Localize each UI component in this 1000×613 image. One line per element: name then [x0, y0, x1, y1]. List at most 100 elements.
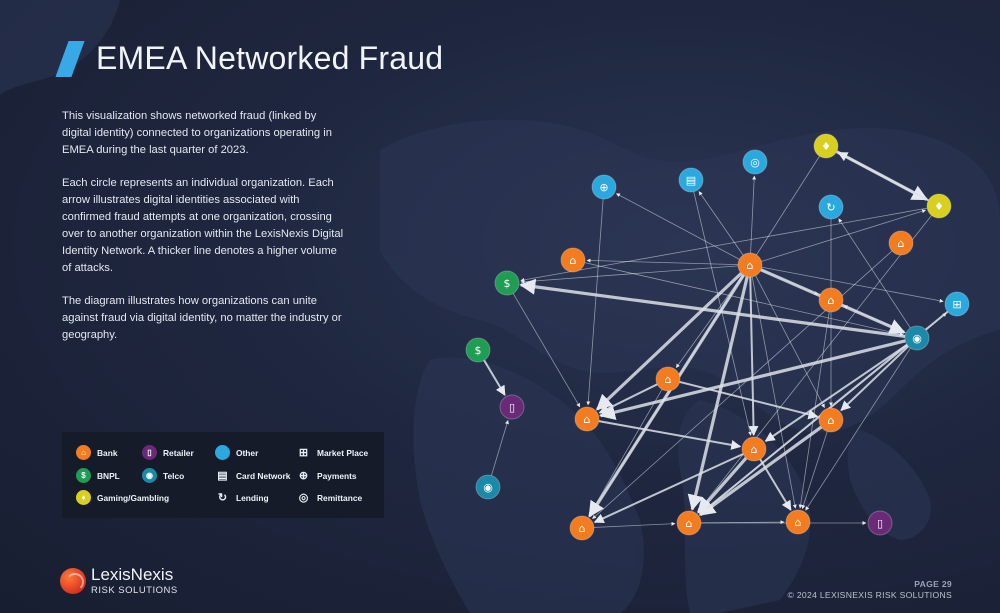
legend-payments: ⊕ Payments: [296, 468, 357, 483]
bank-icon: ⌂: [665, 373, 672, 386]
legend-retailer-label: Retailer: [163, 447, 194, 458]
network-node-bank: ⌂: [560, 247, 586, 273]
network-node-bank: ⌂: [888, 230, 914, 256]
network-edge: [798, 311, 830, 509]
network-edge: [589, 155, 820, 517]
remittance-icon: ◎: [298, 492, 309, 504]
legend-remittance-label: Remittance: [317, 492, 363, 503]
card-network-icon: ▤: [686, 174, 696, 187]
gaming-icon: ♦: [821, 140, 831, 153]
legend: ⌂ Bank $ BNPL ♦ Gaming/Gambling ▯ Retail…: [62, 432, 384, 518]
legend-card-network-label: Card Network: [236, 470, 291, 481]
lending-icon: ↻: [217, 492, 228, 504]
legend-card-network: ▤ Card Network: [215, 468, 290, 483]
logo-subtitle: RISK SOLUTIONS: [91, 585, 178, 596]
description: This visualization shows networked fraud…: [62, 108, 347, 360]
network-edge: [520, 265, 739, 284]
bank-icon: ⌂: [795, 516, 802, 529]
network-edge: [679, 380, 819, 420]
network-edge: [491, 420, 509, 476]
network-edge: [843, 305, 907, 334]
network-node-telco: ◉: [904, 325, 930, 351]
network-edge: [512, 293, 581, 408]
lending-icon: ↻: [826, 201, 835, 214]
bank-icon: ⌂: [76, 445, 91, 460]
bank-icon: ⌂: [686, 517, 693, 530]
network-edge: [599, 339, 906, 420]
retailer-icon: ▯: [142, 445, 157, 460]
retailer-icon: ▯: [509, 401, 515, 414]
bnpl-icon: $: [475, 344, 482, 357]
network-node-gaming: ♦: [926, 193, 952, 219]
network-node-bank: ⌂: [569, 515, 595, 541]
network-edge: [520, 207, 928, 282]
network-edge: [801, 431, 828, 510]
legend-retailer: ▯ Retailer: [142, 445, 194, 460]
network-edges: [483, 150, 949, 528]
network-node-bnpl: $: [465, 337, 491, 363]
bank-icon: ⌂: [828, 414, 835, 427]
network-edge: [805, 347, 911, 511]
description-paragraph-1: This visualization shows networked fraud…: [62, 110, 332, 156]
legend-remittance: ◎ Remittance: [296, 490, 362, 505]
network-edge: [698, 191, 744, 256]
network-node-bank: ⌂: [818, 287, 844, 313]
bank-icon: ⌂: [584, 413, 591, 426]
network-node-bank: ⌂: [785, 509, 811, 535]
network-edge: [593, 521, 676, 528]
page-title: EMEA Networked Fraud: [96, 40, 444, 76]
network-node-gaming: ♦: [813, 133, 839, 159]
network-node-bank: ⌂: [741, 436, 767, 462]
page-number: PAGE 29: [914, 579, 952, 589]
gaming-icon: ♦: [934, 200, 944, 213]
network-edge: [837, 151, 929, 202]
bank-icon: ⌂: [898, 237, 905, 250]
copyright: © 2024 LEXISNEXIS RISK SOLUTIONS: [787, 590, 952, 600]
legend-telco-label: Telco: [163, 470, 185, 481]
network-node-bnpl: $: [494, 270, 520, 296]
bnpl-icon: $: [76, 468, 91, 483]
legend-other: Other: [215, 445, 258, 460]
description-paragraph-2: Each circle represents an individual org…: [62, 177, 344, 274]
legend-lending: ↻ Lending: [215, 490, 269, 505]
legend-bank-label: Bank: [97, 447, 118, 458]
network-node-other: ◎: [742, 149, 768, 175]
network-edge: [761, 266, 944, 303]
payments-icon: ⊕: [599, 181, 608, 194]
network-edge: [586, 198, 604, 406]
title-row: EMEA Networked Fraud: [55, 40, 444, 77]
network-node-other: ⊞: [944, 291, 970, 317]
bank-icon: ⌂: [747, 259, 754, 272]
network-node-retailer: ▯: [867, 510, 893, 536]
legend-bank: ⌂ Bank: [76, 445, 117, 460]
network-node-bank: ⌂: [676, 510, 702, 536]
bank-icon: ⌂: [828, 294, 835, 307]
network-node-bank: ⌂: [737, 252, 763, 278]
network-node-other: ⊕: [591, 174, 617, 200]
network-edge: [693, 191, 752, 436]
network-edge: [588, 389, 663, 517]
lexisnexis-logo-icon: [60, 568, 86, 594]
network-edge: [596, 272, 743, 411]
bank-icon: ⌂: [579, 522, 586, 535]
legend-payments-label: Payments: [317, 470, 357, 481]
logo-name: LexisNexis: [91, 565, 174, 584]
card-network-icon: ▤: [217, 470, 228, 482]
gaming-icon: ♦: [76, 490, 91, 505]
description-paragraph-3: The diagram illustrates how organization…: [62, 295, 342, 341]
network-node-telco: ◉: [475, 474, 501, 500]
remittance-icon: ◎: [750, 156, 760, 169]
network-edge: [748, 276, 759, 437]
network-edge: [615, 193, 740, 260]
telco-icon: ◉: [912, 332, 922, 345]
legend-lending-label: Lending: [236, 492, 269, 503]
telco-icon: ◉: [142, 468, 157, 483]
network-node-retailer: ▯: [499, 394, 525, 420]
network-node-bank: ⌂: [818, 407, 844, 433]
footer: PAGE 29 © 2024 LEXISNEXIS RISK SOLUTIONS: [788, 579, 952, 601]
market-place-icon: ⊞: [952, 298, 961, 311]
network-edge: [586, 258, 739, 266]
bank-icon: ⌂: [751, 443, 758, 456]
